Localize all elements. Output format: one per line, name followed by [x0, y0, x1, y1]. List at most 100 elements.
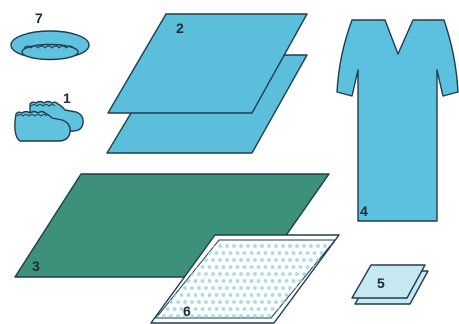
perforated-sheet-inner [154, 239, 337, 319]
perforation-dot [218, 244, 222, 248]
perforation-dot [337, 258, 341, 262]
perforation-dot [214, 293, 219, 297]
item-number-2: 2 [176, 20, 184, 36]
perforation-dot [253, 286, 257, 290]
perforation-dot [316, 244, 320, 248]
perforation-dot [309, 244, 313, 248]
perforation-dot [197, 272, 201, 276]
perforation-dot [239, 258, 243, 262]
perforation-dot [319, 279, 324, 283]
perforation-dot [263, 279, 268, 283]
perforation-dot [179, 293, 184, 297]
perforation-dot [267, 300, 271, 304]
perforation-dot [218, 314, 222, 318]
perforation-dot [172, 279, 177, 283]
perforation-dot [326, 279, 331, 283]
perforation-dot [337, 286, 341, 290]
perforation-dot [288, 272, 292, 276]
perforation-dot [162, 314, 166, 318]
perforation-dot [165, 293, 170, 297]
perforation-dot [316, 272, 320, 276]
perforation-dot [204, 258, 208, 262]
perforation-dot [295, 272, 299, 276]
perforation-dot [242, 293, 247, 297]
perforation-dot [260, 286, 264, 290]
perforation-dot [333, 293, 335, 297]
perforation-dot [197, 314, 201, 318]
perforation-dot [295, 258, 299, 262]
perforation-dot [284, 251, 289, 255]
perforation-dot [214, 279, 219, 283]
perforation-dot [186, 293, 191, 297]
perforation-dot [351, 258, 355, 262]
perforation-dot [284, 265, 289, 269]
perforation-dot [197, 286, 201, 290]
perforation-dot [267, 286, 271, 290]
perforation-dot [298, 307, 303, 311]
perforation-dot [291, 251, 296, 255]
perforation-dot [235, 265, 240, 269]
perforation-dot [211, 300, 215, 304]
perforation-dot [239, 272, 243, 276]
perforation-dot [312, 251, 317, 255]
perforation-dot [281, 258, 285, 262]
perforation-dot [319, 265, 324, 269]
perforation-dot [249, 307, 254, 311]
surgical-cap-icon [10, 30, 90, 61]
perforation-dot [270, 293, 275, 297]
perforation-dot [260, 300, 264, 304]
perforation-dot [309, 258, 313, 262]
perforation-dot [305, 293, 310, 297]
perforation-dot [305, 251, 310, 255]
perforation-dot [341, 279, 345, 283]
perforation-dot [355, 251, 359, 255]
perforation-dot [302, 314, 306, 318]
perforation-dot [218, 272, 222, 276]
perforation-dot [239, 244, 243, 248]
perforation-dot [274, 286, 278, 290]
perforation-dot [302, 244, 306, 248]
perforation-dot [169, 300, 173, 304]
perforation-dot [337, 244, 341, 248]
perforation-dot [337, 272, 341, 276]
perforation-dot [256, 293, 261, 297]
perforation-dot [225, 286, 229, 290]
perforation-dot [288, 286, 292, 290]
perforation-dot [333, 251, 335, 255]
perforation-dot [263, 307, 268, 311]
perforation-dot [333, 279, 335, 283]
perforation-dot [218, 286, 222, 290]
surgical-gown-icon [336, 19, 459, 222]
perforation-dot [337, 314, 341, 318]
cap-rim [21, 43, 79, 61]
perforation-dot [165, 279, 170, 283]
perforation-dot [246, 314, 250, 318]
perforation-dot [204, 300, 208, 304]
item-number-6: 6 [183, 303, 191, 319]
perforation-dot [319, 293, 324, 297]
perforation-dot [239, 286, 243, 290]
perforation-dot [291, 265, 296, 269]
perforation-dot [267, 258, 271, 262]
perforation-dot [341, 265, 345, 269]
perforation-dot [211, 272, 215, 276]
perforation-dot [341, 251, 345, 255]
perforation-dot [323, 300, 327, 304]
perforation-dot [193, 307, 198, 311]
perforation-dot [298, 265, 303, 269]
perforation-dot [249, 293, 254, 297]
perforation-dot [221, 265, 226, 269]
perforation-dot [183, 286, 187, 290]
item-number-3: 3 [32, 258, 40, 274]
perforation-dot [235, 279, 240, 283]
perforation-dot [158, 279, 163, 283]
hand-towel-front [351, 264, 426, 299]
perforation-dot [260, 258, 264, 262]
perforation-dot [344, 314, 348, 318]
perforation-dot [246, 244, 250, 248]
perforation-dot [274, 272, 278, 276]
perforation-dot [207, 307, 212, 311]
perforation-dot [225, 244, 229, 248]
perforation-dot [242, 251, 247, 255]
perforation-dot [221, 279, 226, 283]
